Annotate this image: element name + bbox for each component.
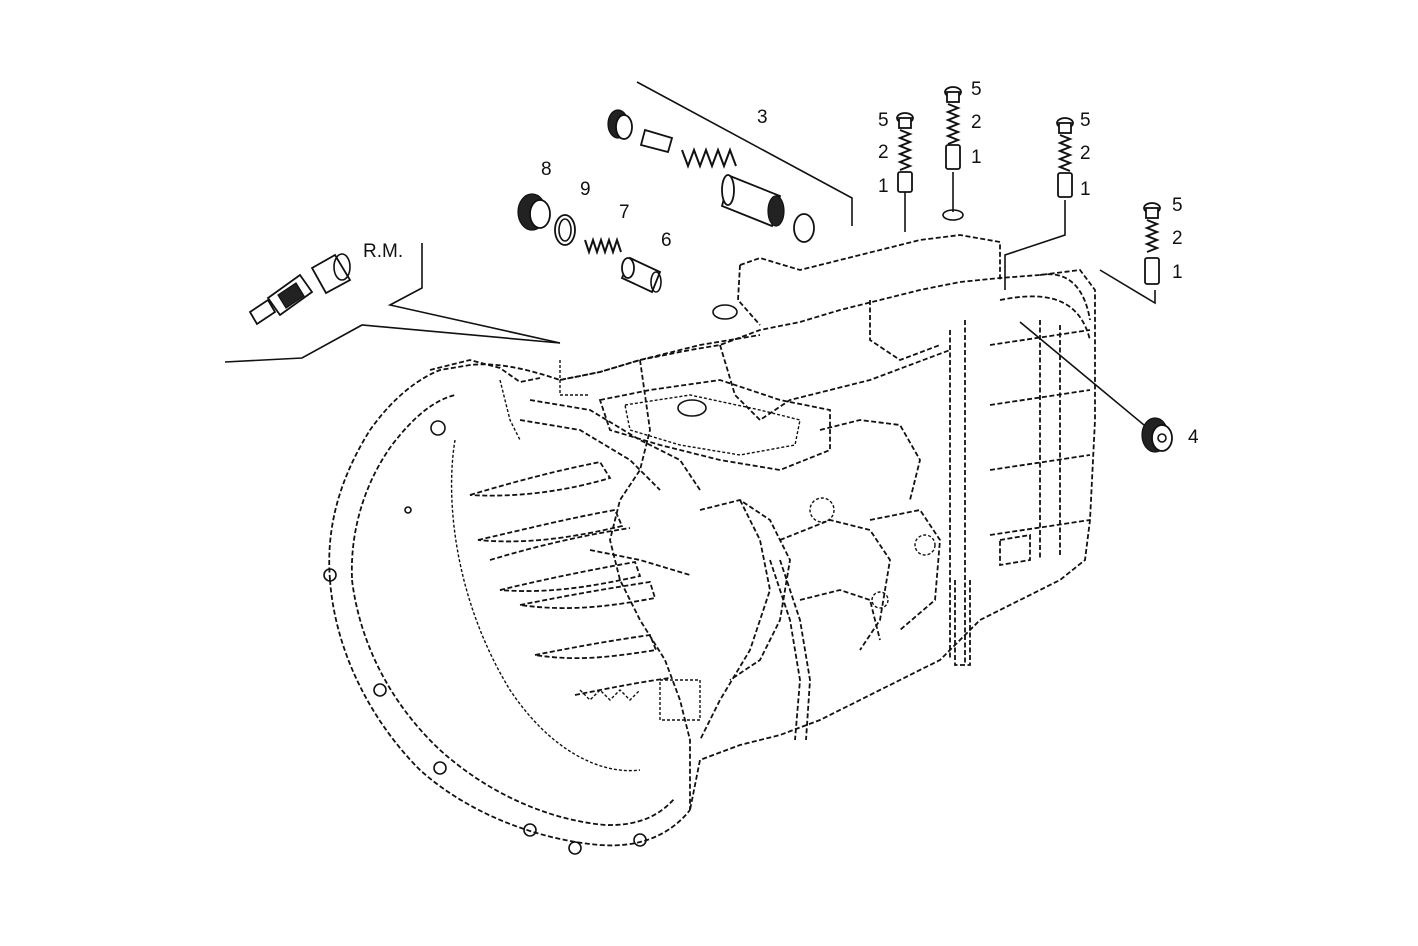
callout-stack-d-2: 2 [1172,228,1183,249]
callout-stack-c-2: 2 [1080,143,1091,164]
callout-9: 9 [580,179,591,200]
callout-8: 8 [541,159,552,180]
callout-3: 3 [757,107,768,128]
callout-7: 7 [619,202,630,223]
part-group-3 [607,109,815,243]
part-4-plug [1141,417,1173,453]
callout-stack-a-5: 5 [878,110,889,131]
callout-4: 4 [1188,427,1199,448]
callout-stack-d-5: 5 [1172,195,1183,216]
sensor-switch [248,253,352,326]
callout-stack-b-5: 5 [971,79,982,100]
callout-stack-a-2: 2 [878,142,889,163]
gearbox-casing [499,234,1096,811]
callout-stack-b-2: 2 [971,112,982,133]
callout-stack-c-1: 1 [1080,179,1091,200]
callout-6: 6 [661,230,672,251]
detent-pin-stacks [896,86,1161,285]
callout-stack-a-1: 1 [878,176,889,197]
callout-stack-c-5: 5 [1080,110,1091,131]
callout-stack-b-1: 1 [971,147,982,168]
part-group-plug-seal-spring-plunger [517,193,662,294]
leader-lines [224,81,1156,431]
bell-housing [323,334,761,855]
callout-stack-d-1: 1 [1172,262,1183,283]
callout-reference-rm: R.M. [363,241,404,262]
